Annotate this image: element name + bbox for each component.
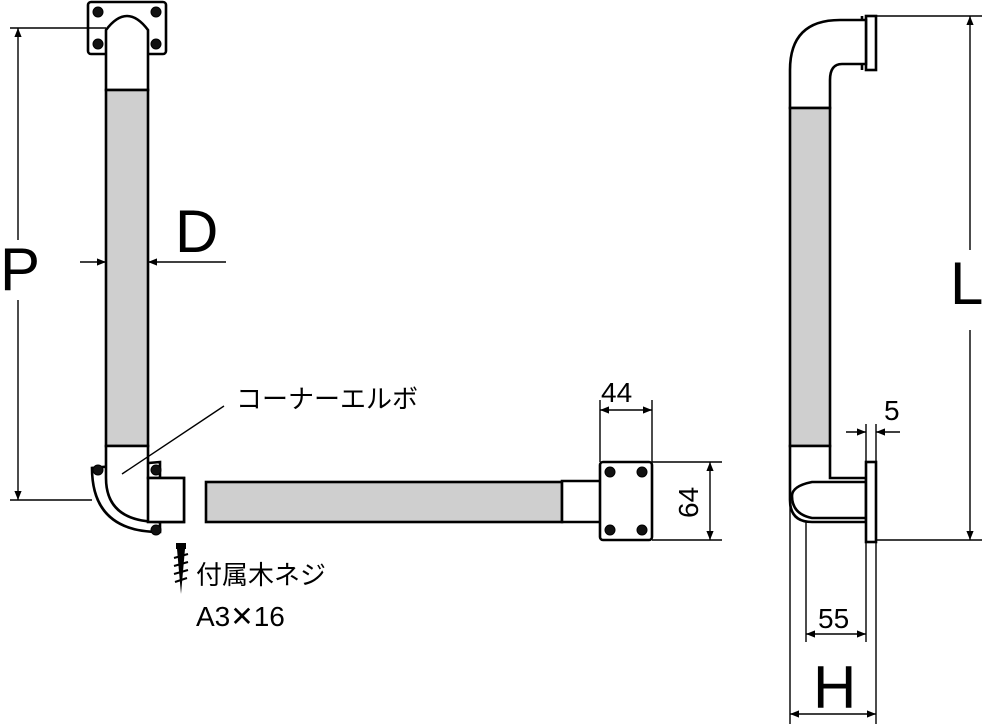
d-label: D (175, 198, 218, 265)
l-label: L (950, 250, 983, 317)
screw-size-label: A3✕16 (196, 601, 285, 632)
horizontal-grip-bar (204, 480, 564, 524)
p-label: P (0, 236, 40, 303)
dim-55-label: 55 (818, 603, 849, 634)
side-bottom-flange (864, 460, 878, 544)
dim-55: 55 (805, 522, 867, 642)
top-elbow (104, 14, 150, 92)
end-wall-flange (598, 460, 654, 542)
dim-64: 64 (652, 461, 722, 541)
p-dimension: P (0, 27, 106, 501)
corner-elbow-label: コーナーエルボ (236, 384, 418, 414)
h-dimension: H (789, 500, 877, 724)
dim-44-label: 44 (601, 377, 632, 408)
corner-elbow (90, 444, 186, 536)
horizontal-view: 44 64 (204, 377, 722, 542)
screw-name-label: 付属木ネジ (196, 560, 326, 590)
front-view: D P コーナーエルボ 付属木ネジ A3✕16 (0, 0, 418, 632)
side-top-elbow (788, 18, 868, 110)
l-dimension: L (876, 15, 983, 541)
side-view: L 5 55 H (788, 14, 983, 724)
wood-screw-icon (173, 543, 189, 594)
h-label: H (813, 654, 856, 721)
dim-5-label: 5 (884, 395, 900, 426)
vertical-grip-bar (104, 88, 150, 448)
d-dimension: D (80, 198, 226, 266)
dim-5: 5 (846, 395, 900, 462)
side-grip-bar (788, 106, 832, 448)
dim-64-label: 64 (673, 487, 704, 518)
dim-44: 44 (599, 377, 653, 462)
